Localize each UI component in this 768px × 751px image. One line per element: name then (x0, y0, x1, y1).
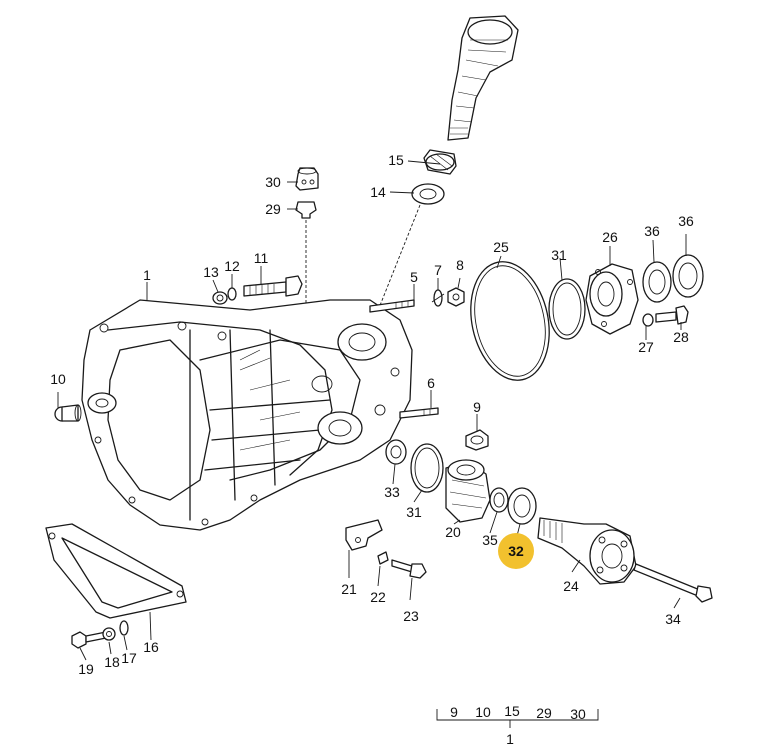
label-29: 29 (265, 201, 281, 217)
kit-total-label: 1 (506, 731, 514, 747)
label-15: 15 (388, 152, 404, 168)
part-labels: 1 5 6 7 8 9 10 11 12 13 14 15 16 17 18 1… (50, 152, 694, 677)
label-35: 35 (482, 532, 498, 548)
spring-washer-7 (431, 289, 445, 307)
seal-36-inner (642, 261, 672, 303)
kit-bracket: 9 10 15 29 30 1 (436, 703, 599, 747)
label-36-inner: 36 (644, 223, 660, 239)
kit-item-9: 9 (450, 704, 458, 720)
ring-32 (507, 487, 537, 525)
bolt-11 (243, 275, 303, 297)
stud-5 (369, 299, 415, 313)
kit-item-30: 30 (570, 706, 586, 722)
washer-12 (227, 287, 237, 301)
nut-8 (447, 287, 465, 307)
bearing-15 (423, 149, 457, 175)
kit-item-29: 29 (536, 705, 552, 721)
washer-27 (642, 313, 654, 327)
label-20: 20 (445, 524, 461, 540)
label-12: 12 (224, 258, 240, 274)
washer-18 (102, 627, 116, 641)
label-32: 32 (508, 543, 524, 559)
label-24: 24 (563, 578, 579, 594)
seal-14 (411, 183, 445, 205)
label-25: 25 (493, 239, 509, 255)
bolt-23 (391, 559, 427, 579)
bolt-28 (655, 305, 689, 325)
o-ring-31-upper (548, 278, 586, 340)
label-18: 18 (104, 654, 120, 670)
cover-26 (585, 263, 639, 335)
label-1: 1 (143, 267, 151, 283)
label-17: 17 (121, 650, 137, 666)
shift-lever-shaft (447, 15, 519, 141)
o-ring-31-lower (410, 443, 444, 493)
washer-17 (119, 620, 129, 636)
highlight-marker-32 (498, 533, 534, 569)
label-5: 5 (410, 269, 418, 285)
label-10: 10 (50, 371, 66, 387)
drive-flange-24 (537, 517, 637, 585)
shim-35 (489, 487, 509, 513)
stud-6 (399, 407, 439, 419)
label-26: 26 (602, 229, 618, 245)
label-36-outer: 36 (678, 213, 694, 229)
label-22: 22 (370, 589, 386, 605)
label-8: 8 (456, 257, 464, 273)
label-6: 6 (427, 375, 435, 391)
bearing-housing-20 (445, 459, 491, 523)
plug-10 (54, 404, 82, 422)
label-30: 30 (265, 174, 281, 190)
nut-13 (212, 291, 228, 305)
label-27: 27 (638, 339, 654, 355)
lever-axis-line (374, 204, 421, 319)
label-9: 9 (473, 399, 481, 415)
kit-item-15: 15 (504, 703, 520, 719)
seal-33 (385, 439, 407, 465)
label-11: 11 (254, 250, 269, 266)
label-14: 14 (370, 184, 386, 200)
label-16: 16 (143, 639, 159, 655)
label-21: 21 (341, 581, 357, 597)
seal-36-outer (672, 254, 704, 298)
label-31-lower: 31 (406, 504, 422, 520)
label-19: 19 (78, 661, 94, 677)
cover-plate-16 (45, 523, 187, 619)
label-23: 23 (403, 608, 419, 624)
label-28: 28 (673, 329, 689, 345)
bolt-34 (633, 563, 713, 603)
clip-22 (377, 551, 389, 565)
label-33: 33 (384, 484, 400, 500)
gasket-25 (470, 261, 550, 381)
label-34: 34 (665, 611, 681, 627)
nut-30 (295, 167, 319, 191)
bracket-21 (345, 519, 383, 551)
bolt-9 (465, 429, 489, 451)
leader-lines (57, 160, 687, 661)
label-7: 7 (434, 262, 442, 278)
transmission-housing (81, 299, 413, 531)
kit-item-10: 10 (475, 704, 491, 720)
label-13: 13 (203, 264, 219, 280)
bolt-19 (71, 631, 107, 649)
label-31-upper: 31 (551, 247, 567, 263)
